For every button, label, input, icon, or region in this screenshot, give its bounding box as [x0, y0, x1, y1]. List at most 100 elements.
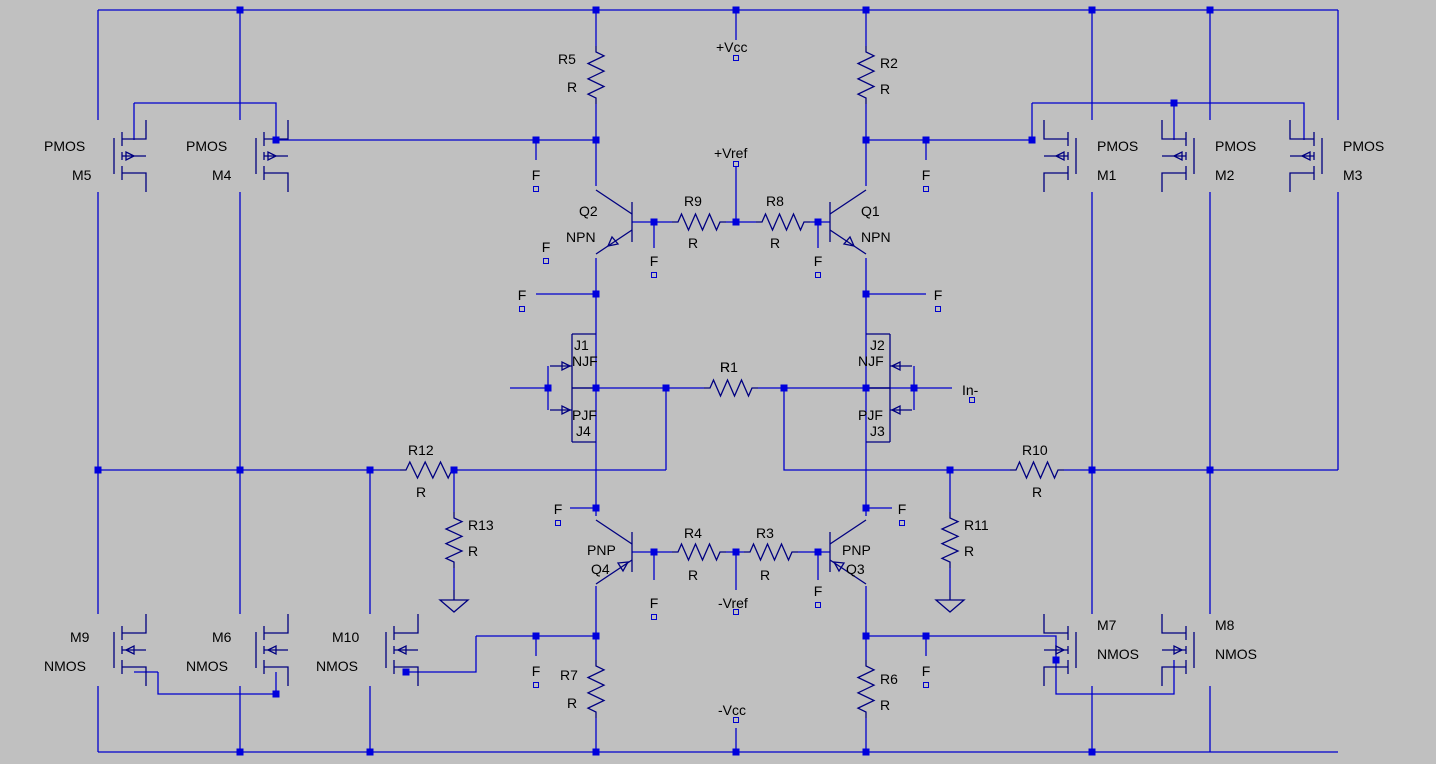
j3-arrow: [890, 404, 901, 416]
junction-dot: [1206, 6, 1214, 14]
m2-type: PMOS: [1215, 138, 1256, 154]
m7-drain: [1043, 614, 1068, 634]
resistor-value-r6: R: [880, 697, 890, 713]
junction-dot: [732, 548, 740, 556]
m1-name: M1: [1097, 167, 1117, 183]
vref-neg-label: -Vref: [718, 595, 748, 611]
q2-arrow: [606, 235, 620, 247]
resistor-name-r9: R9: [684, 193, 702, 209]
ground-icon: [934, 599, 966, 613]
net-flag-label: F: [554, 501, 563, 517]
r13-resistor: [444, 512, 464, 568]
junction-dot: [366, 748, 374, 756]
q1-collector: [829, 189, 867, 215]
m4-source: [264, 172, 289, 192]
junction-dot: [732, 748, 740, 756]
net-flag-pin: [935, 306, 941, 312]
m9-source: [122, 666, 147, 686]
net-flag-label: F: [650, 595, 659, 611]
m7-arrow: [1055, 644, 1066, 656]
net-flag-pin: [543, 258, 549, 264]
m9-name: M9: [70, 629, 90, 645]
resistor-value-r7: R: [567, 695, 577, 711]
q1-emitter: [829, 229, 867, 255]
q3-arrow: [832, 561, 846, 573]
junction-dot: [862, 748, 870, 756]
m4-type: PMOS: [186, 138, 227, 154]
j4-name: J4: [576, 423, 591, 439]
junction-dot: [592, 136, 600, 144]
net-flag-pin: [651, 614, 657, 620]
wire: [783, 388, 1010, 471]
junction-dot: [592, 632, 600, 640]
q3-type: PNP: [842, 542, 871, 558]
junction-dot: [1170, 99, 1178, 107]
junction-dot: [650, 218, 658, 226]
r2-resistor: [856, 46, 876, 104]
m3-arrow: [1300, 150, 1311, 162]
wires: [97, 9, 1339, 753]
net-flag-label: F: [922, 663, 931, 679]
r9-resistor: [672, 212, 726, 232]
resistor-value-r10: R: [1032, 484, 1042, 500]
m7-source: [1043, 666, 1068, 686]
net-flag-pin: [533, 682, 539, 688]
m6-name: M6: [212, 629, 232, 645]
m5-arrow: [125, 150, 136, 162]
j3-name: J3: [870, 423, 885, 439]
wire: [157, 672, 277, 695]
m10-arrow: [396, 644, 407, 656]
q4-name: Q4: [591, 561, 610, 577]
m5-name: M5: [72, 167, 92, 183]
m8-arrow: [1173, 644, 1184, 656]
net-flag-pin: [899, 520, 905, 526]
junction-dot: [650, 548, 658, 556]
q3-emitter: [829, 559, 867, 585]
resistor-value-r2: R: [880, 81, 890, 97]
net-flag-label: F: [934, 287, 943, 303]
q1-arrow: [842, 235, 856, 247]
m5-source: [122, 172, 147, 192]
j1-arrow: [561, 360, 572, 372]
junction-dot: [946, 466, 954, 474]
junction-dot: [814, 218, 822, 226]
vcc-pos-pin: [733, 55, 739, 61]
q2-emitter: [595, 229, 633, 255]
junction-dot: [732, 218, 740, 226]
j2-arrow: [890, 360, 901, 372]
m1-arrow: [1054, 150, 1065, 162]
junction-dot: [862, 632, 870, 640]
m3-source: [1289, 172, 1314, 192]
r11-resistor: [940, 512, 960, 568]
junction-dot: [236, 748, 244, 756]
m8-name: M8: [1215, 617, 1235, 633]
m1-drain: [1043, 120, 1068, 140]
junction-dot: [272, 136, 280, 144]
q4-emitter: [595, 559, 633, 585]
net-flag-pin: [815, 272, 821, 278]
resistor-name-r7: R7: [560, 667, 578, 683]
junction-dots: [94, 6, 1214, 756]
junction-dot: [592, 290, 600, 298]
input-in-minus-pin: [969, 397, 975, 403]
symbols: [113, 46, 1323, 718]
junction-dot: [450, 466, 458, 474]
j2-name: J2: [870, 337, 885, 353]
vcc-neg-label: -Vcc: [718, 702, 746, 718]
m2-drain: [1161, 120, 1186, 140]
net-flag-label: F: [814, 253, 823, 269]
junction-dot: [592, 384, 600, 392]
resistor-name-r4: R4: [684, 525, 702, 541]
m3-drain: [1289, 120, 1314, 140]
net-flag-label: F: [518, 287, 527, 303]
j3-type: PJF: [858, 407, 883, 423]
q4-collector: [595, 519, 633, 545]
m2-source: [1161, 172, 1186, 192]
junction-dot: [922, 632, 930, 640]
junction-dot: [910, 384, 918, 392]
m10-name: M10: [332, 629, 359, 645]
resistor-name-r10: R10: [1022, 442, 1048, 458]
vref-neg-pin: [733, 609, 739, 615]
net-flag-pin: [555, 520, 561, 526]
